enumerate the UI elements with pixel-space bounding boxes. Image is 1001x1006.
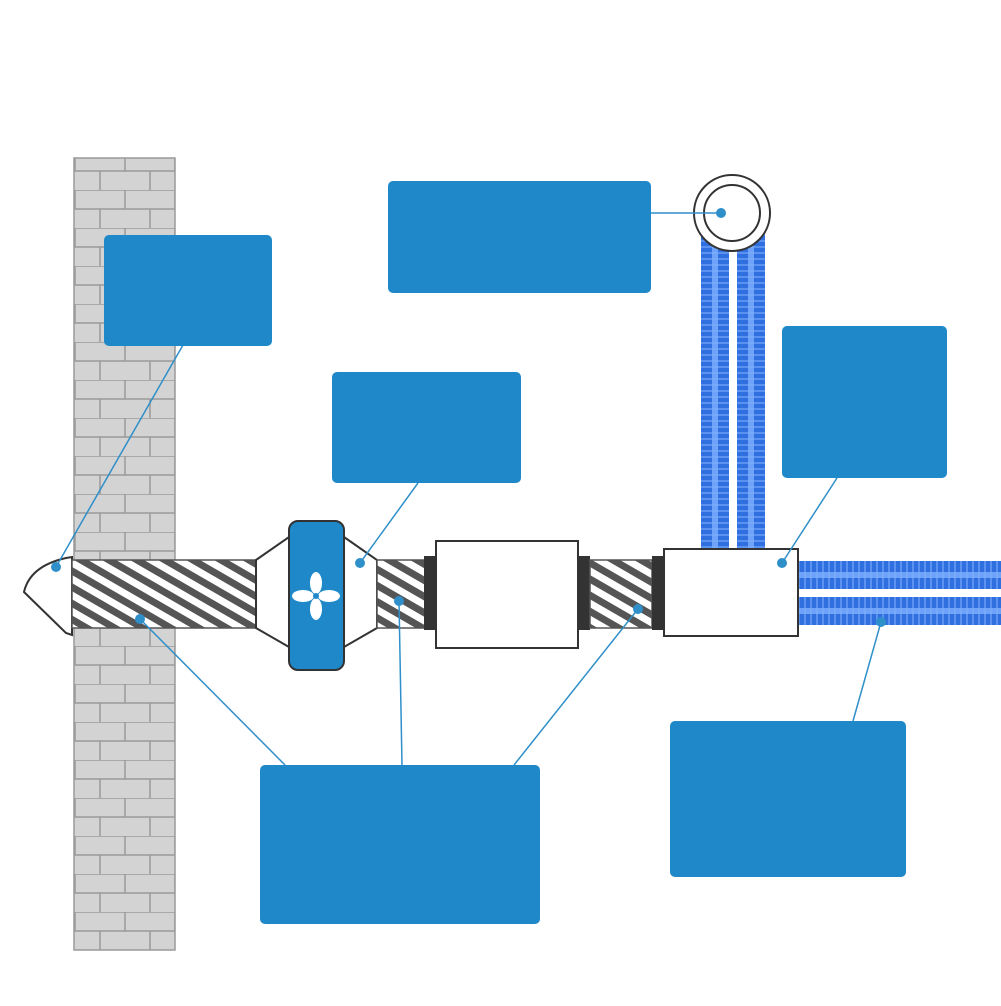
wall-hood: [22, 555, 73, 637]
fan-reducer-left: [255, 535, 290, 649]
fan-reducer-right: [343, 535, 378, 649]
dot-duct-wall: [135, 614, 145, 624]
callout-diffuser-text: [388, 181, 651, 293]
callout-distribution-box: [782, 326, 947, 478]
dot-distribution-box: [777, 558, 787, 568]
fan-icon: [292, 572, 340, 620]
collar-right-1: [578, 556, 590, 630]
horizontal-flex-hoses: [798, 561, 1001, 625]
dot-flex-hose: [876, 617, 886, 627]
callout-ducts: [260, 765, 540, 924]
duct-section-right: [589, 559, 653, 629]
callout-fan-reducer-text: [332, 372, 521, 483]
callout-distribution-box-text: [782, 326, 947, 478]
vertical-flex-hoses: [701, 228, 765, 550]
dot-duct-right: [633, 604, 643, 614]
callout-ducts-text: [260, 765, 540, 924]
callout-flex-hose: [670, 721, 906, 877]
leader-lines: [55, 212, 882, 766]
round-diffuser-icon: [693, 174, 771, 252]
silencer-box: [435, 540, 579, 649]
callout-wall-hood-text: [104, 235, 272, 346]
distribution-box: [663, 548, 799, 637]
collar-left-1: [424, 556, 436, 630]
leader-distribution-box: [781, 477, 838, 564]
dot-duct-middle: [394, 596, 404, 606]
leader-duct-right: [513, 608, 639, 766]
callout-diffuser: [388, 181, 651, 293]
callout-fan-reducer: [332, 372, 521, 483]
leader-duct-wall: [139, 618, 286, 766]
dot-diffuser: [716, 208, 726, 218]
leader-wall-hood: [55, 344, 184, 568]
leader-dots: [51, 208, 886, 627]
leader-fan-reducer: [359, 482, 419, 564]
leader-duct-middle: [398, 600, 403, 766]
callout-wall-hood: [104, 235, 272, 346]
dot-fan-reducer: [355, 558, 365, 568]
leader-flex-hose: [852, 621, 882, 722]
duct-section-middle: [376, 559, 426, 629]
collar-left-2: [652, 556, 664, 630]
dot-wall-hood: [51, 562, 61, 572]
duct-section-wall: [71, 559, 257, 629]
callout-flex-hose-text: [670, 721, 906, 877]
